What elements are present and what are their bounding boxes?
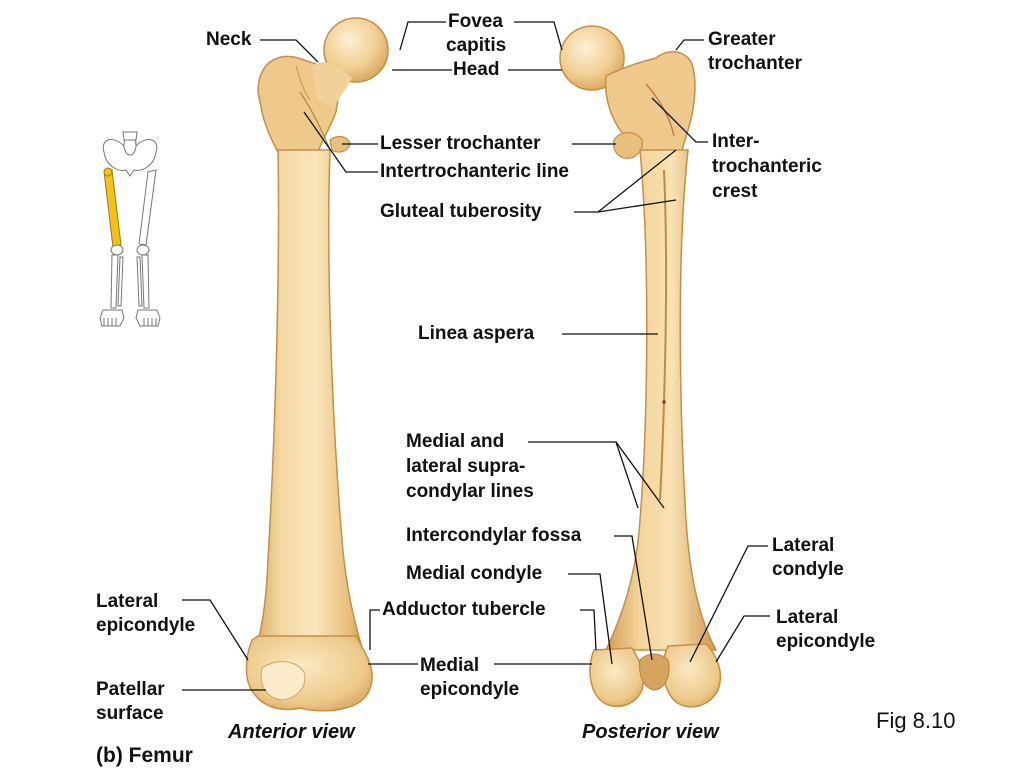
label-head: Head xyxy=(453,59,500,80)
leader-greater-trochanter xyxy=(675,39,704,51)
leader-neck xyxy=(260,39,319,63)
label-supra-2: lateral supra- xyxy=(406,456,526,477)
label-medial-condyle: Medial condyle xyxy=(406,563,543,584)
leader-fovea-left xyxy=(399,21,446,51)
leader-lat-epi-left xyxy=(182,599,249,661)
label-capitis: capitis xyxy=(446,35,507,56)
label-medial-epicondyle-2: epicondyle xyxy=(420,679,520,700)
label-supra-1: Medial and xyxy=(406,431,505,452)
leader-intertroch-line xyxy=(303,111,378,173)
anterior-femur xyxy=(245,17,389,712)
label-inter-crest-1: Inter- xyxy=(712,131,760,152)
label-neck: Neck xyxy=(206,29,252,50)
label-greater-2: trochanter xyxy=(708,53,802,74)
leader-lateral-condyle xyxy=(689,545,768,663)
skeleton-thumbnail xyxy=(99,131,161,327)
label-gluteal-tuberosity: Gluteal tuberosity xyxy=(380,201,542,222)
label-linea-aspera: Linea aspera xyxy=(418,323,535,344)
leader-adductor-left xyxy=(369,609,380,650)
left-tibia xyxy=(110,254,119,309)
posterior-lesser-trochanter xyxy=(612,131,643,159)
label-patellar-2: surface xyxy=(96,703,164,724)
leader-lat-epi-right xyxy=(715,615,770,663)
label-adductor-tubercle: Adductor tubercle xyxy=(382,599,546,620)
label-supra-3: condylar lines xyxy=(406,481,534,502)
posterior-femur xyxy=(559,25,722,708)
linea-aspera-ridge xyxy=(659,169,668,501)
label-lat-epicondyle-right-1: Lateral xyxy=(776,607,839,628)
leader-adductor-right xyxy=(580,609,597,651)
leader-intertroch-crest xyxy=(651,97,708,143)
leader-fovea-right xyxy=(514,21,563,51)
label-fovea: Fovea xyxy=(448,11,503,32)
anterior-shaft xyxy=(250,149,368,661)
label-patellar-1: Patellar xyxy=(96,679,165,700)
right-tibia xyxy=(141,254,150,309)
label-lat-epicondyle-right-2: epicondyle xyxy=(776,631,876,652)
label-intertrochanteric-line: Intertrochanteric line xyxy=(380,161,569,182)
leader-supra-2 xyxy=(615,441,665,509)
anterior-femoral-head xyxy=(323,17,389,83)
label-lat-epicondyle-left-1: Lateral xyxy=(96,591,159,612)
anterior-view-caption: Anterior view xyxy=(228,721,355,743)
leader-lines xyxy=(182,21,770,691)
label-medial-epicondyle-1: Medial xyxy=(420,655,480,676)
label-intercondylar-fossa: Intercondylar fossa xyxy=(406,525,582,546)
anterior-patellar-surface xyxy=(260,661,306,701)
posterior-shaft xyxy=(604,149,718,651)
posterior-lateral-condyle xyxy=(662,643,722,708)
highlighted-femur xyxy=(103,169,122,248)
posterior-view-caption: Posterior view xyxy=(582,721,719,743)
intercondylar-fossa-shape xyxy=(639,653,670,691)
spine-base xyxy=(122,131,138,141)
label-greater-1: Greater xyxy=(708,29,776,50)
right-knee xyxy=(136,244,150,256)
leader-intercondylar xyxy=(614,535,653,661)
label-inter-crest-3: crest xyxy=(712,181,758,202)
label-inter-crest-2: trochanteric xyxy=(712,156,822,177)
leader-gluteal-2 xyxy=(597,199,677,213)
posterior-femoral-head xyxy=(559,25,625,91)
posterior-medial-condyle xyxy=(589,647,644,708)
leader-medial-condyle xyxy=(568,573,613,665)
label-lateral-condyle-2: condyle xyxy=(772,559,844,580)
pelvis xyxy=(102,138,158,177)
left-knee xyxy=(110,244,124,256)
label-lesser-trochanter: Lesser trochanter xyxy=(380,133,541,154)
figure-title: (b) Femur xyxy=(96,744,193,767)
figure-reference: Fig 8.10 xyxy=(876,708,956,733)
right-femur xyxy=(138,169,157,246)
label-lat-epicondyle-left-2: epicondyle xyxy=(96,615,196,636)
label-lateral-condyle-1: Lateral xyxy=(772,535,835,556)
leader-supra-1 xyxy=(528,441,639,509)
